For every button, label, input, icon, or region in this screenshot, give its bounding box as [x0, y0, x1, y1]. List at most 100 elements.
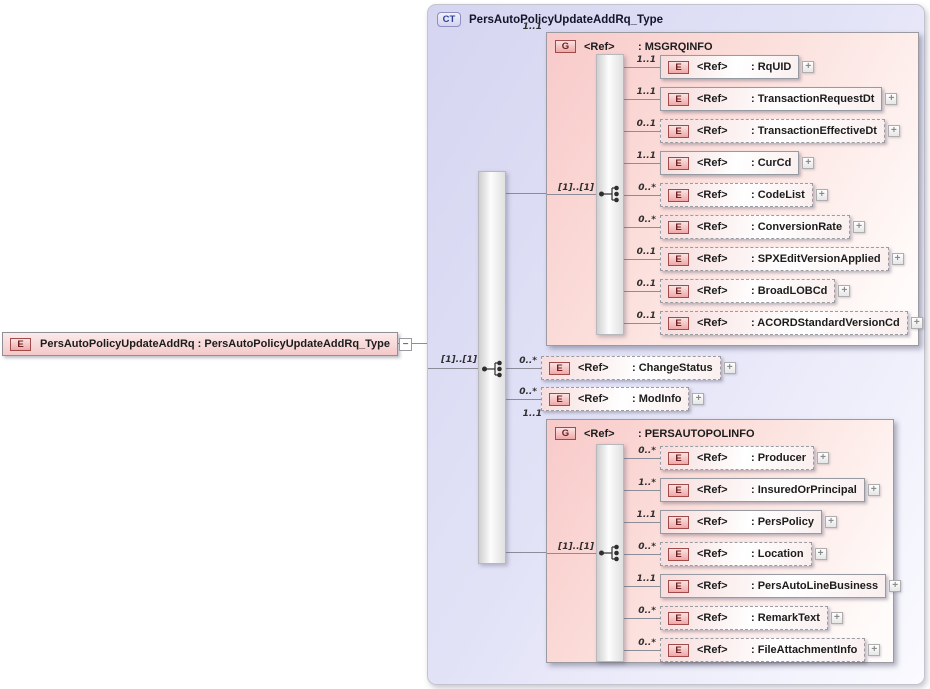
collapse-icon[interactable]: −: [399, 337, 413, 351]
connector-line: [624, 259, 660, 260]
element-changestatus[interactable]: E <Ref> : ChangeStatus: [541, 356, 721, 380]
cardinality-label: 0..1: [636, 247, 656, 257]
element-rquid[interactable]: E <Ref> : RqUID: [660, 55, 800, 79]
group-badge: G: [555, 427, 576, 440]
element-row: E <Ref> : SPXEditVersionApplied +: [660, 246, 904, 272]
element-name: : PersAutoLineBusiness: [751, 580, 879, 592]
element-curcd[interactable]: E <Ref> : CurCd: [660, 151, 800, 175]
element-row: E <Ref> : BroadLOBCd +: [660, 278, 851, 304]
expand-icon[interactable]: +: [853, 221, 866, 233]
complex-type-title: PersAutoPolicyUpdateAddRq_Type: [469, 13, 664, 26]
element-row: E <Ref> : PersAutoLineBusiness +: [660, 573, 902, 599]
expand-icon[interactable]: +: [817, 452, 830, 464]
element-name: : InsuredOrPrincipal: [751, 484, 857, 496]
expand-icon[interactable]: +: [885, 93, 898, 105]
element-name: : SPXEditVersionApplied: [751, 253, 881, 265]
connector-line: [547, 553, 602, 554]
cardinality-label: 0..*: [519, 356, 537, 366]
group-header-msgrqinfo[interactable]: G <Ref> : MSGRQINFO: [555, 40, 713, 53]
connector-line: [624, 99, 660, 100]
expand-icon[interactable]: +: [910, 317, 923, 329]
expand-icon[interactable]: +: [889, 580, 902, 592]
group-badge: G: [555, 40, 576, 53]
element-badge: E: [668, 515, 689, 529]
element-insuredorprincipal[interactable]: E <Ref> : InsuredOrPrincipal: [660, 478, 865, 502]
expand-icon[interactable]: +: [692, 393, 705, 405]
root-element-label: PersAutoPolicyUpdateAddRq : PersAutoPoli…: [40, 338, 391, 350]
element-spxeditversionapplied[interactable]: E <Ref> : SPXEditVersionApplied: [660, 247, 889, 271]
element-row: E <Ref> : TransactionEffectiveDt +: [660, 118, 900, 144]
ref-label: <Ref>: [697, 484, 728, 496]
element-badge: E: [549, 361, 570, 375]
element-row: E <Ref> : Producer +: [660, 445, 830, 471]
element-modinfo[interactable]: E <Ref> : ModInfo: [541, 387, 690, 411]
element-row: E <Ref> : TransactionRequestDt +: [660, 86, 898, 112]
element-location[interactable]: E <Ref> : Location: [660, 542, 812, 566]
expand-icon[interactable]: +: [838, 285, 851, 297]
ref-label: <Ref>: [697, 580, 728, 592]
element-producer[interactable]: E <Ref> : Producer: [660, 446, 815, 470]
group-persautopolinfo: G <Ref> : PERSAUTOPOLINFO [1]..[1]: [546, 419, 902, 663]
expand-icon[interactable]: +: [867, 484, 880, 496]
expand-icon[interactable]: +: [830, 612, 843, 624]
sequence-cardinality: [1]..[1]: [441, 355, 477, 365]
group-header-persautopolinfo[interactable]: G <Ref> : PERSAUTOPOLINFO: [555, 427, 755, 440]
ref-label: <Ref>: [697, 317, 728, 329]
expand-icon[interactable]: +: [723, 362, 736, 374]
group-cardinality: 1..1: [522, 409, 542, 419]
element-badge: E: [668, 579, 689, 593]
element-badge: E: [668, 188, 689, 202]
expand-icon[interactable]: +: [802, 157, 815, 169]
element-transactioneffectivedt[interactable]: E <Ref> : TransactionEffectiveDt: [660, 119, 885, 143]
expand-icon[interactable]: +: [891, 253, 904, 265]
ref-label: <Ref>: [697, 157, 728, 169]
element-badge: E: [668, 316, 689, 330]
element-row: E <Ref> : Location +: [660, 541, 827, 567]
element-acordstandardversioncd[interactable]: E <Ref> : ACORDStandardVersionCd: [660, 311, 908, 335]
complex-type-badge: CT: [437, 12, 461, 27]
group-msgrqinfo: G <Ref> : MSGRQINFO [1]..[1]: [546, 32, 923, 346]
complex-type-header: CT PersAutoPolicyUpdateAddRq_Type: [437, 12, 663, 27]
cardinality-label: 0..*: [638, 638, 656, 648]
sequence-cardinality: [1]..[1]: [558, 542, 594, 552]
element-persautolinebusiness[interactable]: E <Ref> : PersAutoLineBusiness: [660, 574, 887, 598]
expand-icon[interactable]: +: [887, 125, 900, 137]
cardinality-label: 0..1: [636, 279, 656, 289]
ref-label: <Ref>: [697, 221, 728, 233]
sequence-cardinality: [1]..[1]: [558, 183, 594, 193]
element-codelist[interactable]: E <Ref> : CodeList: [660, 183, 813, 207]
ref-label: <Ref>: [697, 516, 728, 528]
ref-label: <Ref>: [697, 612, 728, 624]
connector-line: [624, 458, 660, 459]
element-transactionrequestdt[interactable]: E <Ref> : TransactionRequestDt: [660, 87, 883, 111]
sequence-icon: [599, 185, 619, 203]
expand-icon[interactable]: +: [824, 516, 837, 528]
element-name: : RqUID: [751, 61, 792, 73]
expand-icon[interactable]: +: [815, 189, 828, 201]
ref-label: <Ref>: [697, 125, 728, 137]
cardinality-label: 1..1: [636, 574, 656, 584]
connector-line: [506, 399, 541, 400]
element-name: : TransactionEffectiveDt: [751, 125, 877, 137]
element-fileattachmentinfo[interactable]: E <Ref> : FileAttachmentInfo: [660, 638, 866, 662]
cardinality-label: 1..1: [636, 55, 656, 65]
element-conversionrate[interactable]: E <Ref> : ConversionRate: [660, 215, 851, 239]
connector-line: [506, 193, 546, 194]
element-name: : Location: [751, 548, 804, 560]
element-broadlobcd[interactable]: E <Ref> : BroadLOBCd: [660, 279, 836, 303]
expand-icon[interactable]: +: [814, 548, 827, 560]
root-element[interactable]: E PersAutoPolicyUpdateAddRq : PersAutoPo…: [2, 332, 399, 356]
expand-icon[interactable]: +: [868, 644, 881, 656]
element-name: : TransactionRequestDt: [751, 93, 875, 105]
element-badge: E: [668, 643, 689, 657]
element-remarktext[interactable]: E <Ref> : RemarkText: [660, 606, 828, 630]
cardinality-label: 0..*: [638, 606, 656, 616]
ref-label: <Ref>: [697, 93, 728, 105]
element-row: E <Ref> : PersPolicy +: [660, 509, 837, 535]
connector-line: [624, 163, 660, 164]
connector-line: [624, 490, 660, 491]
element-perspolicy[interactable]: E <Ref> : PersPolicy: [660, 510, 822, 534]
ref-label: <Ref>: [584, 40, 615, 53]
element-row: E <Ref> : CurCd +: [660, 150, 815, 176]
expand-icon[interactable]: +: [802, 61, 815, 73]
